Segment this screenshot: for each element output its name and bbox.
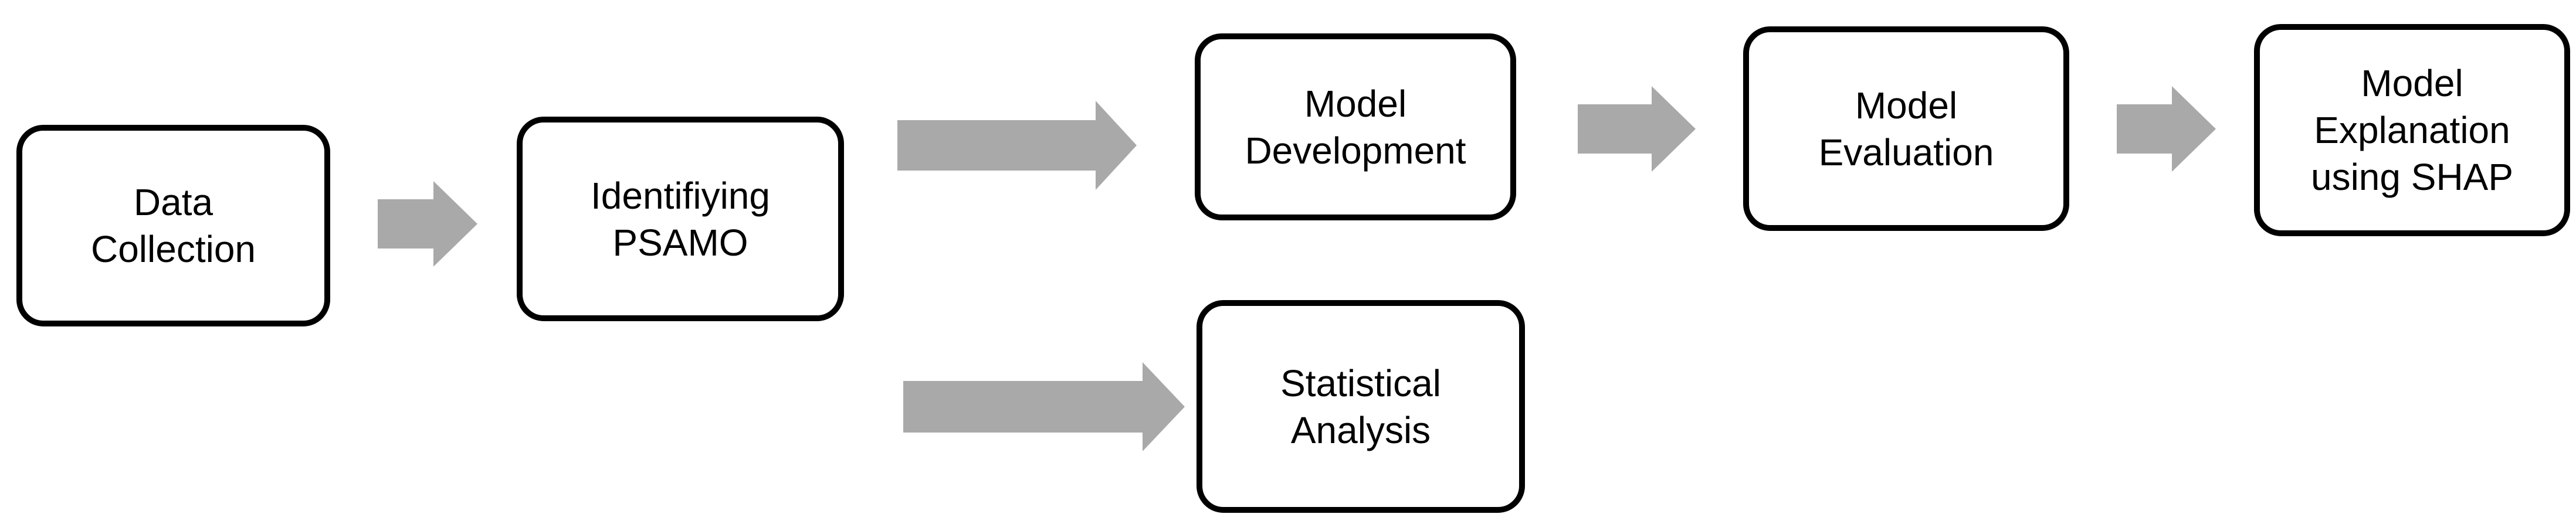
arrow-right-head-icon: [2172, 86, 2216, 172]
arrow-identifiying-psamo-to-model-development: [897, 101, 1137, 190]
arrow-right-head-icon: [433, 181, 477, 267]
node-identifiying-psamo: Identifiying PSAMO: [517, 117, 844, 321]
arrow-right-head-icon: [1143, 362, 1185, 451]
arrow-model-evaluation-to-model-explanation-shap: [2117, 86, 2216, 172]
node-statistical-analysis-label: Statistical Analysis: [1280, 362, 1441, 451]
arrow-body: [903, 381, 1143, 433]
arrow-right-head-icon: [1652, 86, 1696, 172]
arrow-body: [897, 120, 1096, 171]
node-data-collection-label: Data Collection: [90, 181, 256, 270]
node-data-collection: Data Collection: [16, 125, 330, 326]
node-model-explanation-shap-label: Model Explanation using SHAP: [2310, 62, 2514, 198]
arrow-body: [1578, 104, 1652, 154]
arrow-data-collection-to-identifiying-psamo: [378, 181, 477, 267]
arrow-identifiying-psamo-to-statistical-analysis: [903, 362, 1185, 451]
node-identifiying-psamo-label: Identifiying PSAMO: [591, 174, 770, 264]
arrow-right-head-icon: [1096, 101, 1137, 190]
node-model-evaluation: Model Evaluation: [1743, 26, 2069, 231]
arrow-body: [2117, 104, 2172, 154]
node-statistical-analysis: Statistical Analysis: [1197, 300, 1525, 513]
arrow-model-development-to-model-evaluation: [1578, 86, 1696, 172]
node-model-explanation-shap: Model Explanation using SHAP: [2254, 24, 2570, 236]
node-model-development: Model Development: [1195, 33, 1516, 220]
arrow-body: [378, 199, 433, 249]
node-model-development-label: Model Development: [1245, 82, 1466, 172]
node-model-evaluation-label: Model Evaluation: [1818, 84, 1994, 173]
